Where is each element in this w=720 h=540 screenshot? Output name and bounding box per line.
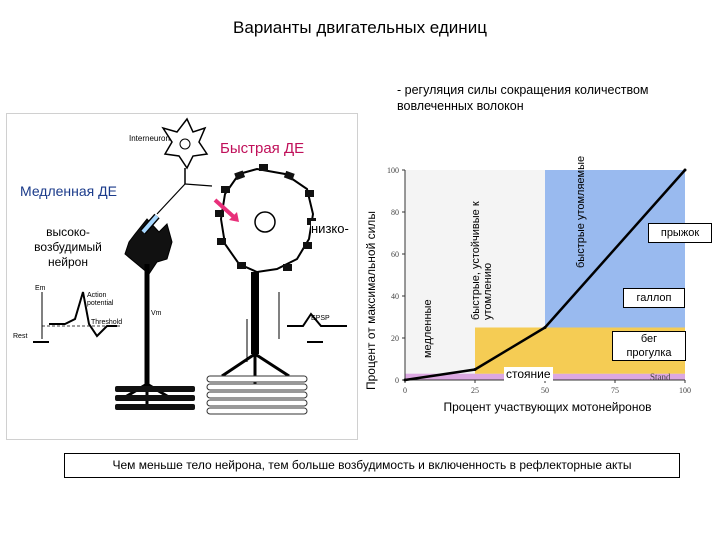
data-point [473, 368, 477, 371]
neuron-drawing [33, 117, 347, 415]
fast-unit-arrow-icon [213, 198, 237, 220]
neuron-illustration-panel: Interneuron Action potential Threshold R… [6, 113, 358, 440]
y-tick-label: 80 [391, 208, 399, 217]
band-label-fast-resistant: быстрые, устойчивые к утомлению [470, 201, 494, 320]
epsp-label: EPSP [311, 315, 330, 322]
y-tick-label: 100 [387, 166, 399, 175]
x-axis-label: Процент участвующих мотонейронов [443, 400, 652, 414]
band-label-fast-fatigue: быстрые утомляемые [575, 155, 587, 268]
recruitment-chart: 0 20 40 60 80 100 0 25 50 75 100 [387, 166, 691, 395]
subtitle: - регуляция силы сокращения количеством … [397, 83, 649, 113]
data-point [403, 378, 407, 382]
rest-label: Rest [13, 333, 28, 340]
epsp-trace [287, 312, 347, 327]
interneuron-nucleus [179, 138, 191, 150]
y-tick-label: 40 [391, 292, 399, 301]
slow-neuron-body [124, 218, 173, 275]
slow-unit-label: Медленная ДЕ [20, 183, 117, 199]
y-tick-label: 20 [391, 334, 399, 343]
x-tick-label: 75 [611, 386, 619, 395]
recruitment-line [404, 169, 686, 382]
fast-neuron-nucleus [254, 211, 276, 233]
action-potential-label: Action potential [87, 292, 114, 307]
activity-stand-en: Stand [650, 372, 671, 382]
interneuron-label: Interneuron [129, 134, 170, 143]
y-tick-label: 60 [391, 250, 399, 259]
y-axis-label: Процент от максимальной силы [364, 211, 378, 390]
fast-unit-label: Быстрая ДЕ [220, 140, 305, 157]
em-label: Em [35, 285, 46, 292]
y-tick-label: 0 [395, 376, 399, 385]
activity-jump: прыжок [648, 223, 712, 243]
band-label-slow: медленные [422, 299, 434, 358]
threshold-label: Threshold [91, 319, 123, 326]
x-tick-label: 100 [679, 386, 691, 395]
activity-gallop: галлоп [623, 288, 685, 308]
high-excitability-label: высоко- возбудимый нейрон [18, 225, 118, 270]
activity-walk: бег прогулка [612, 331, 686, 361]
activity-standing: стояние [504, 367, 553, 381]
low-excitability-label: низко- [311, 221, 349, 236]
x-tick-label: 25 [471, 386, 479, 395]
x-tick-label: 50 [541, 386, 549, 395]
vmem-label: Vm [151, 310, 162, 317]
action-potential-trace [49, 291, 117, 338]
data-point [543, 326, 547, 329]
page-title: Варианты двигательных единиц [233, 18, 487, 37]
bottom-note: Чем меньше тело нейрона, тем больше возб… [64, 453, 680, 478]
data-point [683, 168, 687, 172]
interneuron-icon [161, 117, 209, 170]
x-tick-label: 0 [403, 386, 407, 395]
